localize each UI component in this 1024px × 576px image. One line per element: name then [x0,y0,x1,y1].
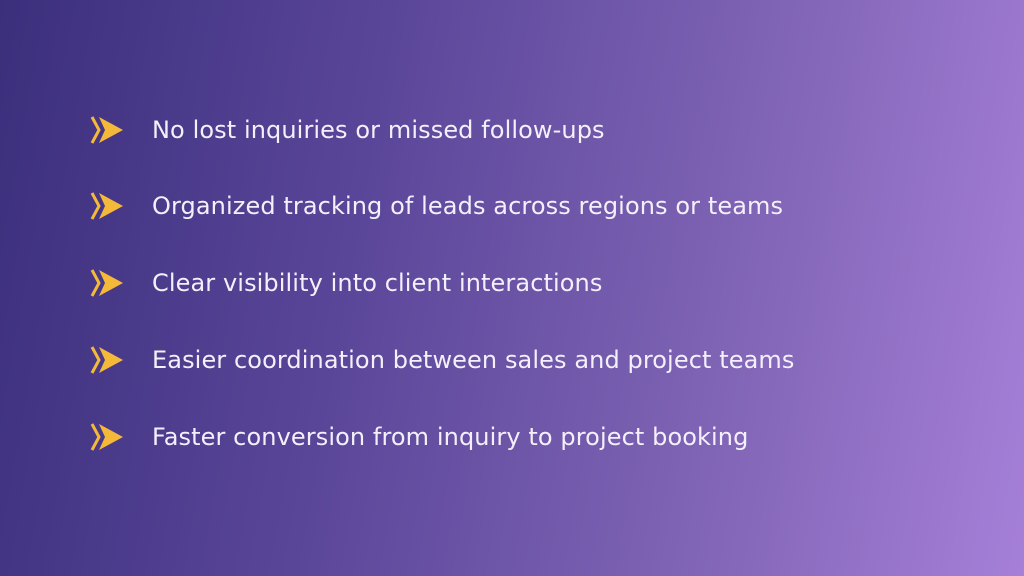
double-chevron-arrow-icon [90,346,123,374]
list-item-label: No lost inquiries or missed follow-ups [152,116,605,144]
double-chevron-arrow-icon [90,423,123,451]
list-item-label: Faster conversion from inquiry to projec… [152,423,749,451]
double-chevron-arrow-icon [90,116,123,144]
list-item-label: Clear visibility into client interaction… [152,269,603,297]
list-item: No lost inquiries or missed follow-ups [90,110,605,150]
list-item: Clear visibility into client interaction… [90,263,602,303]
list-item: Faster conversion from inquiry to projec… [90,417,748,457]
list-item-label: Easier coordination between sales and pr… [152,346,795,374]
list-item: Organized tracking of leads across regio… [90,186,783,226]
list-item-label: Organized tracking of leads across regio… [152,192,784,220]
list-item: Easier coordination between sales and pr… [90,340,795,380]
double-chevron-arrow-icon [90,192,123,220]
double-chevron-arrow-icon [90,269,123,297]
